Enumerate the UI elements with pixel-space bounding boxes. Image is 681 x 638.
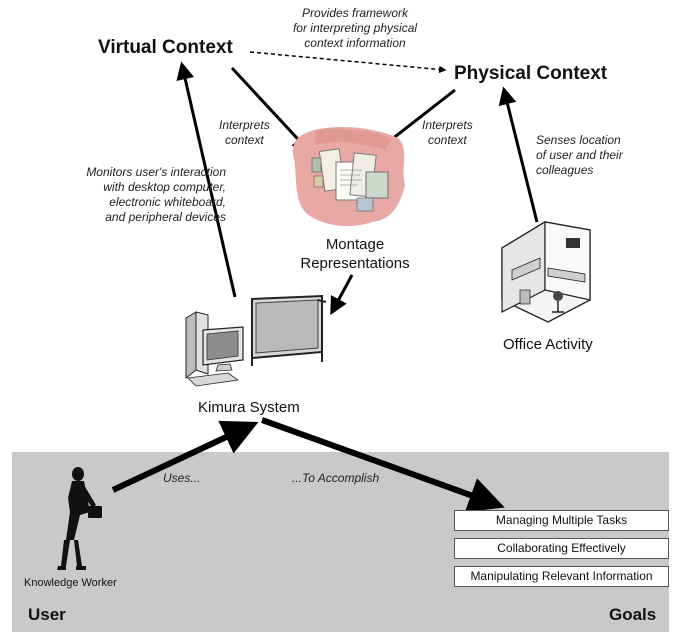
knowledge-worker-label: Knowledge Worker [24, 577, 117, 589]
montage-image [292, 126, 405, 227]
physical-context-label: Physical Context [454, 63, 608, 84]
framework-annotation: Provides framework for interpreting phys… [292, 6, 418, 50]
user-corner-label: User [28, 605, 66, 624]
office-cubicle-illustration [501, 220, 591, 323]
interprets-left-annotation: Interprets context [219, 118, 270, 147]
monitors-annotation: Monitors user's interaction with desktop… [86, 165, 226, 224]
goal-item: Managing Multiple Tasks [454, 510, 669, 531]
virtual-context-label: Virtual Context [98, 37, 233, 58]
virtual-to-montage-arrow [230, 66, 311, 153]
goals-corner-label: Goals [609, 605, 657, 624]
office-to-physical-arrow [498, 86, 539, 223]
senses-annotation: Senses location of user and their collea… [536, 133, 623, 177]
goal-item: Manipulating Relevant Information [454, 566, 669, 587]
framework-arrow [249, 51, 447, 74]
uses-arrow [111, 420, 259, 493]
interprets-right-annotation: Interprets context [422, 118, 473, 147]
goal-item: Collaborating Effectively [454, 538, 669, 559]
kimura-system-label: Kimura System [198, 399, 300, 416]
kimura-to-virtual-arrow [176, 61, 237, 298]
office-activity-label: Office Activity [503, 336, 593, 353]
kimura-system-illustration [185, 294, 327, 387]
uses-annotation: Uses... [163, 471, 201, 485]
accomplish-annotation: ...To Accomplish [292, 471, 380, 485]
knowledge-worker-silhouette [57, 467, 102, 570]
montage-label: Montage Representations [300, 236, 410, 272]
montage-to-kimura-arrow [330, 274, 354, 316]
accomplish-arrow [260, 417, 505, 513]
